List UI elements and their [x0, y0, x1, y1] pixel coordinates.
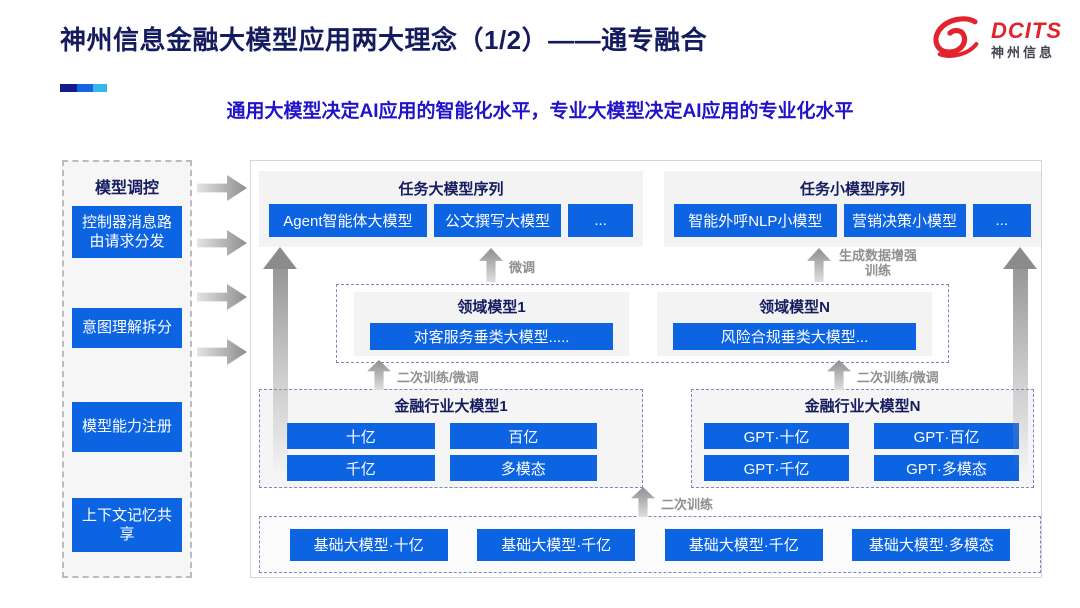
accent-segment-blue: [77, 84, 93, 92]
panel-title: 金融行业大模型N: [804, 398, 921, 415]
model-box-base-100b: 基础大模型·千亿: [664, 528, 823, 561]
panel-title: 领域模型N: [759, 299, 830, 316]
task-large-model-panel: 任务大模型序列 Agent智能体大模型 公文撰写大模型 ...: [259, 171, 643, 247]
slide-subtitle: 通用大模型决定AI应用的智能化水平，专业大模型决定AI应用的专业化水平: [226, 101, 854, 122]
model-box-marketing: 营销决策小模型: [843, 204, 966, 237]
sidebar-item-register: 模型能力注册: [72, 402, 182, 452]
sidebar-title: 模型调控: [94, 180, 159, 197]
model-box-base-100b: 基础大模型·千亿: [477, 528, 636, 561]
model-box-ellipsis: ...: [972, 204, 1031, 237]
industry-model-1-grid: 十亿 百亿 千亿 多模态: [287, 423, 597, 481]
logo-swirl-icon: [926, 16, 984, 63]
model-box-base-1b: 基础大模型·十亿: [289, 528, 448, 561]
retrain-label: 二次训练: [661, 497, 714, 512]
industry-model-n-panel: 金融行业大模型N GPT·十亿 GPT·百亿 GPT·千亿 GPT·多模态: [691, 389, 1034, 488]
up-arrow-tall-icon: [1003, 247, 1037, 475]
model-box-10b: 百亿: [449, 423, 597, 449]
model-box-base-multimodal: 基础大模型·多模态: [852, 528, 1011, 561]
accent-segment-navy: [60, 84, 77, 92]
task-small-model-panel: 任务小模型序列 智能外呼NLP小模型 营销决策小模型 ...: [664, 171, 1041, 247]
panel-title: 金融行业大模型1: [394, 398, 508, 415]
model-box-agent: Agent智能体大模型: [269, 204, 427, 237]
model-box-1b: 十亿: [287, 423, 435, 449]
up-arrow-icon: [827, 360, 851, 390]
model-box-100b: 千亿: [287, 455, 435, 481]
fine-tune-label: 微调: [509, 260, 536, 275]
panel-title: 任务小模型序列: [799, 181, 905, 198]
company-logo: DCITS 神州信息: [926, 16, 1062, 63]
logo-brand-cn: 神州信息: [991, 45, 1056, 60]
model-box-gpt-100b: GPT·千亿: [704, 455, 849, 481]
panel-title: 领域模型1: [457, 299, 526, 316]
domain-models-panel: 领域模型1 对客服务垂类大模型..... 领域模型N 风险合规垂类大模型...: [336, 284, 949, 363]
model-box-gpt-multimodal: GPT·多模态: [874, 455, 1019, 481]
domain-model-n-group: 领域模型N 风险合规垂类大模型...: [657, 292, 932, 356]
page-title: 神州信息金融大模型应用两大理念（1/2）——通专融合: [60, 25, 708, 55]
retrain-finetune-label: 二次训练/微调: [397, 370, 479, 385]
data-augment-label: 生成数据增强训练: [838, 248, 917, 278]
up-arrow-icon: [479, 248, 503, 282]
right-arrow-icon: [197, 284, 247, 310]
sidebar-item-intent: 意图理解拆分: [72, 308, 182, 348]
up-arrow-icon: [367, 360, 391, 390]
model-box-risk-compliance: 风险合规垂类大模型...: [673, 323, 916, 350]
model-box-customer-service: 对客服务垂类大模型.....: [370, 323, 613, 350]
panel-title: 任务大模型序列: [398, 181, 504, 198]
right-arrow-icon: [197, 339, 247, 365]
up-arrow-icon: [807, 248, 831, 282]
accent-segment-cyan: [93, 84, 107, 92]
model-control-sidebar: 模型调控 控制器消息路由请求分发 意图理解拆分 模型能力注册 上下文记忆共享: [62, 160, 192, 578]
industry-model-1-panel: 金融行业大模型1 十亿 百亿 千亿 多模态: [259, 389, 643, 488]
up-arrow-tall-icon: [263, 247, 297, 475]
model-box-multimodal: 多模态: [449, 455, 597, 481]
right-arrow-icon: [197, 230, 247, 256]
domain-model-1-group: 领域模型1 对客服务垂类大模型.....: [354, 292, 629, 356]
sidebar-item-router: 控制器消息路由请求分发: [72, 206, 182, 258]
logo-text: DCITS 神州信息: [991, 18, 1062, 60]
right-arrow-icon: [197, 175, 247, 201]
model-box-gpt-10b: GPT·百亿: [874, 423, 1019, 449]
retrain-finetune-label: 二次训练/微调: [857, 370, 939, 385]
logo-brand: DCITS: [991, 18, 1062, 43]
industry-model-n-grid: GPT·十亿 GPT·百亿 GPT·千亿 GPT·多模态: [704, 423, 1019, 481]
model-box-ellipsis: ...: [568, 204, 633, 237]
base-models-panel: 基础大模型·十亿 基础大模型·千亿 基础大模型·千亿 基础大模型·多模态: [259, 516, 1041, 573]
model-box-outbound-nlp: 智能外呼NLP小模型: [674, 204, 837, 237]
task-small-model-row: 智能外呼NLP小模型 营销决策小模型 ...: [674, 204, 1031, 237]
model-box-gpt-1b: GPT·十亿: [704, 423, 849, 449]
model-box-document-writing: 公文撰写大模型: [433, 204, 562, 237]
model-stack-diagram: 任务大模型序列 Agent智能体大模型 公文撰写大模型 ... 任务小模型序列 …: [250, 160, 1042, 578]
task-large-model-row: Agent智能体大模型 公文撰写大模型 ...: [269, 204, 633, 237]
sidebar-item-context: 上下文记忆共享: [72, 498, 182, 552]
title-accent-bar: [60, 84, 107, 92]
up-arrow-icon: [631, 487, 655, 517]
